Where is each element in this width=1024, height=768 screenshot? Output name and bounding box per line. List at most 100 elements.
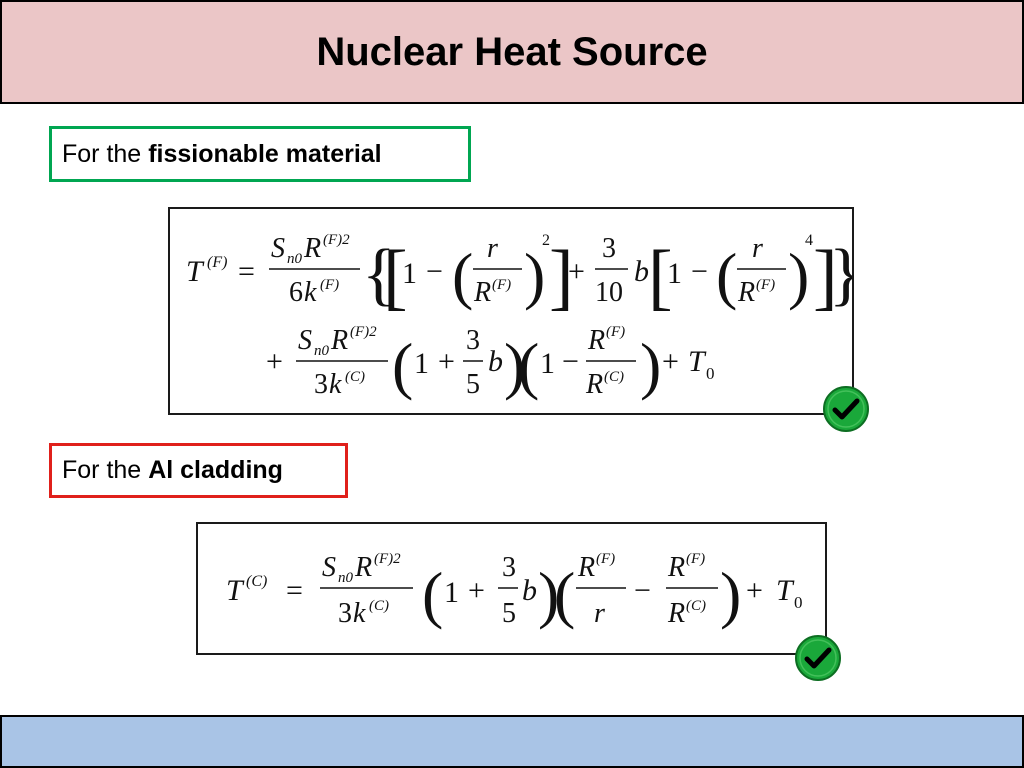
eq1-R3: R (737, 277, 755, 308)
eq2-minus: − (634, 574, 651, 607)
eq2-zero: 0 (794, 593, 803, 612)
eq1-supC: (C) (345, 369, 365, 385)
equation-1-svg: T (F) = S n0 R (F)2 6 k (F) { [ 1 − ( r … (186, 232, 852, 401)
eq1-b: b (634, 255, 649, 288)
eq1-pow4: 4 (805, 232, 813, 249)
eq1-F2: (F)2 (323, 232, 350, 248)
eq1-k2: k (329, 369, 342, 400)
eq2-T: T (226, 574, 245, 607)
eq2-k: k (353, 598, 366, 629)
cladding-label-bold: Al cladding (148, 456, 283, 484)
eq1-r: r (487, 233, 498, 264)
eq1-three2: 3 (314, 369, 328, 400)
eq2-r: r (594, 598, 605, 629)
eq2-F2: (F)2 (374, 551, 401, 567)
eq1-minus: − (426, 255, 443, 288)
eq1-one4: 1 (540, 347, 555, 380)
eq1-k: k (304, 277, 317, 308)
eq1-supC2: (C) (604, 369, 624, 385)
eq1-T: T (186, 255, 205, 288)
checkmark-circle-icon (795, 635, 841, 681)
eq2-rp2: ) (720, 559, 741, 630)
eq2-R4: R (667, 598, 685, 629)
eq1-lp4: ( (518, 330, 539, 401)
eq1-r2: r (752, 233, 763, 264)
eq1-rbr1: ] (549, 236, 574, 318)
slide-title: Nuclear Heat Source (316, 29, 708, 74)
eq1-lbr1: [ (383, 236, 408, 318)
eq2-three2: 3 (502, 552, 516, 583)
eq1-R4: R (330, 325, 348, 356)
eq1-plus2: + (266, 345, 283, 378)
eq1-plus: + (568, 255, 585, 288)
eq1-one: 1 (402, 257, 417, 290)
eq2-supF2: (F) (686, 551, 705, 567)
eq1-lp: ( (452, 240, 473, 311)
eq2-rp: ) (538, 559, 559, 630)
eq1-n0: n0 (287, 251, 303, 267)
fissionable-material-label: For the fissionable material (49, 126, 471, 182)
eq1-three: 3 (602, 233, 616, 264)
eq1-S: S (271, 233, 285, 264)
eq2-plus2: + (746, 574, 763, 607)
eq1-eq: = (238, 255, 255, 288)
eq1-supF4: (F) (756, 277, 775, 293)
eq1-n02: n0 (314, 343, 330, 359)
eq1-rp4: ) (640, 330, 661, 401)
eq1-supF2: (F) (320, 277, 339, 293)
eq2-lp2: ( (554, 559, 575, 630)
cladding-label-prefix: For the (62, 456, 142, 484)
eq1-minus2: − (691, 255, 708, 288)
eq1-b2: b (488, 345, 503, 378)
eq2-n0: n0 (338, 570, 354, 586)
eq1-minus3: − (562, 345, 579, 378)
eq1-five: 5 (466, 369, 480, 400)
eq1-R: R (303, 233, 321, 264)
title-bar: Nuclear Heat Source (0, 0, 1024, 104)
eq2-supC3: (C) (686, 598, 706, 614)
eq1-lp3: ( (392, 330, 413, 401)
eq2-eq: = (286, 574, 303, 607)
fission-label-bold: fissionable material (148, 139, 382, 168)
eq2-S: S (322, 552, 336, 583)
eq1-supF: (F) (207, 254, 227, 271)
eq1-six: 6 (289, 277, 303, 308)
eq1-rp2: ) (788, 240, 809, 311)
eq1-S2: S (298, 325, 312, 356)
al-cladding-equation: T (C) = S n0 R (F)2 3 k (C) ( 1 + 3 5 b … (196, 522, 827, 655)
eq1-supF5: (F) (606, 324, 625, 340)
eq2-three: 3 (338, 598, 352, 629)
fissionable-material-equation: T (F) = S n0 R (F)2 6 k (F) { [ 1 − ( r … (168, 207, 854, 415)
eq1-rbrace: } (829, 236, 852, 313)
eq1-pow2: 2 (542, 232, 550, 249)
eq2-lp: ( (422, 559, 443, 630)
eq1-lp2: ( (716, 240, 737, 311)
eq1-T0: T (688, 345, 707, 378)
checkmark-circle-icon (823, 386, 869, 432)
eq2-plus: + (468, 574, 485, 607)
eq1-one3: 1 (414, 347, 429, 380)
eq1-lbrace: { (362, 236, 396, 313)
eq1-rp3: ) (504, 330, 525, 401)
eq1-three3: 3 (466, 325, 480, 356)
eq2-supF: (F) (596, 551, 615, 567)
eq1-one2: 1 (667, 257, 682, 290)
eq1-plus3: + (438, 345, 455, 378)
eq1-R6: R (585, 369, 603, 400)
eq1-R2: R (473, 277, 491, 308)
fission-label-prefix: For the (62, 139, 142, 168)
footer-bar (0, 715, 1024, 768)
eq2-supC2: (C) (369, 598, 389, 614)
eq1-rp: ) (524, 240, 545, 311)
eq2-b: b (522, 574, 537, 607)
eq1-plus4: + (662, 345, 679, 378)
eq2-R2: R (577, 552, 595, 583)
eq1-R5: R (587, 325, 605, 356)
eq2-supC: (C) (246, 573, 267, 590)
eq2-T0: T (776, 574, 795, 607)
al-cladding-label: For the Al cladding (49, 443, 348, 498)
eq2-R: R (354, 552, 372, 583)
eq1-ten: 10 (595, 277, 623, 308)
eq2-five: 5 (502, 598, 516, 629)
eq1-lbr2: [ (648, 236, 673, 318)
